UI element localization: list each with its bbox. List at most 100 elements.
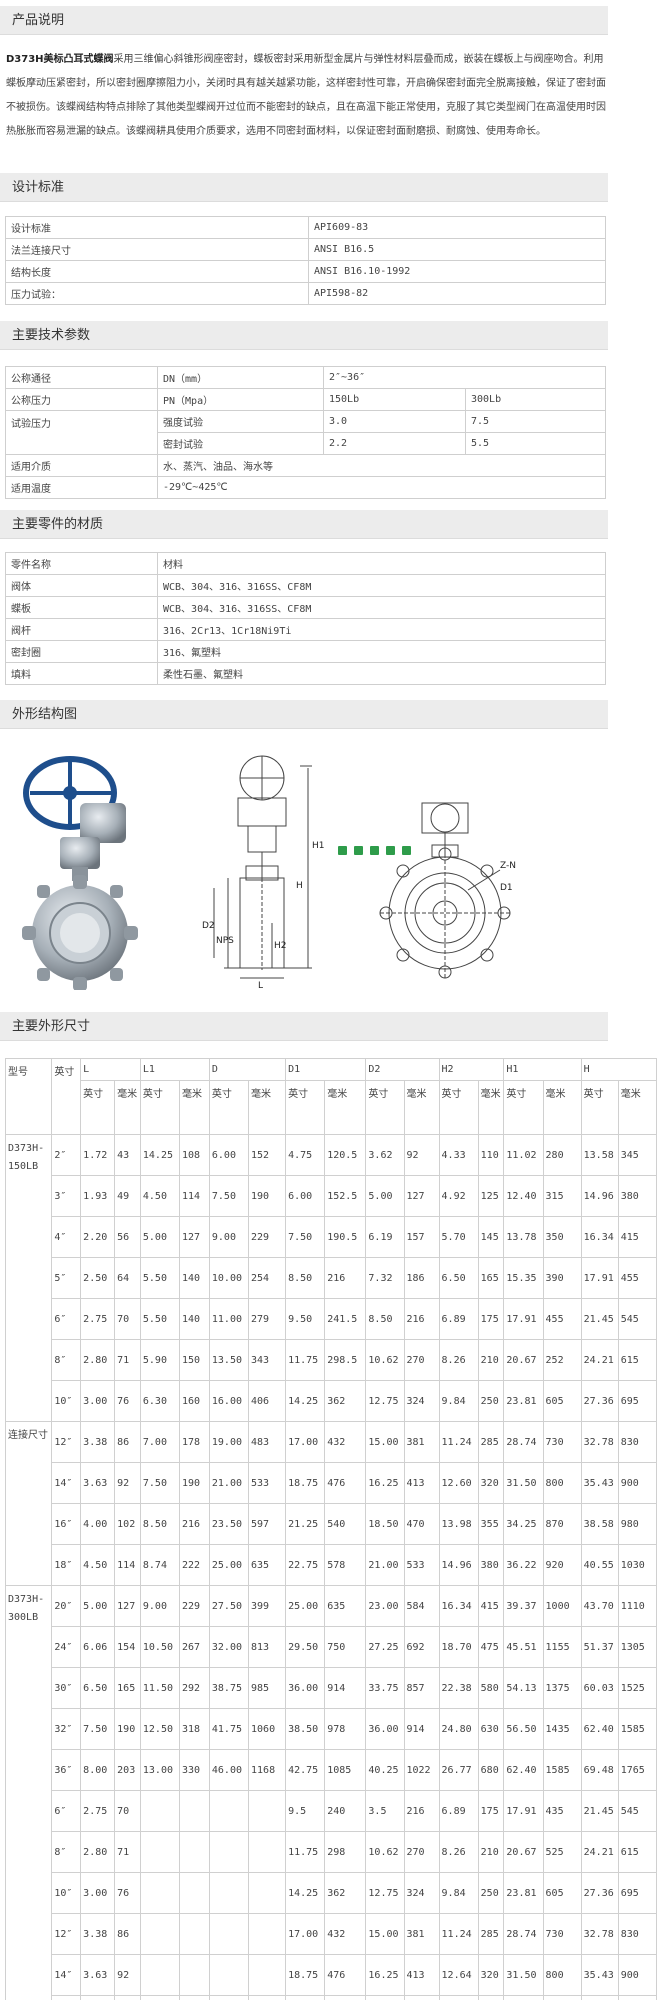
table-cell: 21.25	[285, 1503, 326, 1545]
table-cell: 730	[542, 1421, 582, 1463]
table-cell: 362	[324, 1380, 367, 1422]
table-header: 毫米	[403, 1080, 440, 1135]
table-cell: 210	[477, 1339, 505, 1381]
table-cell: 985	[248, 1667, 287, 1709]
table-cell: 试验压力	[5, 410, 158, 455]
table-cell: 2.80	[80, 1339, 116, 1381]
table-cell: 4.75	[285, 1134, 326, 1176]
table-cell: 7.00	[139, 1421, 181, 1463]
table-cell: 14″	[51, 1462, 82, 1504]
table-cell: 324	[403, 1872, 440, 1914]
table-row: 压力试验：API598-82	[5, 282, 606, 305]
table-cell: 355	[477, 1995, 505, 2000]
table-cell: 545	[617, 1298, 657, 1340]
table-row: 适用温度 -29℃~425℃	[5, 476, 606, 499]
table-header: D1	[285, 1058, 367, 1081]
table-cell: 34.25	[503, 1503, 544, 1545]
table-cell	[248, 1831, 287, 1873]
table-cell: 165	[114, 1667, 141, 1709]
table-cell: 270	[403, 1339, 440, 1381]
table-cell: 980	[617, 1503, 657, 1545]
table-cell: 1.72	[80, 1134, 116, 1176]
table-cell: 127	[179, 1216, 210, 1258]
label-h: H	[296, 881, 303, 891]
table-cell: 1168	[248, 1749, 287, 1791]
table-cell: 6.00	[285, 1175, 326, 1217]
table-cell: 公称通径	[5, 366, 158, 389]
table-cell	[208, 1872, 250, 1914]
table-cell: 密封试验	[157, 432, 324, 455]
table-cell: 70	[114, 1790, 141, 1832]
table-cell: 980	[617, 1995, 657, 2000]
section-heading-structure: 外形结构图	[0, 700, 608, 729]
table-cell: 10.62	[365, 1339, 405, 1381]
table-cell: 5.00	[80, 1585, 116, 1627]
table-cell: 结构长度	[5, 260, 309, 283]
table-cell: 2.75	[80, 1790, 116, 1832]
label-d1: D1	[500, 883, 513, 893]
table-cell	[248, 1872, 287, 1914]
table-cell: 9.84	[438, 1380, 479, 1422]
table-cell: 216	[403, 1298, 440, 1340]
table-cell: 12.75	[365, 1872, 405, 1914]
table-header: H	[580, 1058, 657, 1081]
table-cell: 39.37	[503, 1585, 544, 1627]
table-cell: 120.5	[324, 1134, 367, 1176]
table-cell: 114	[114, 1544, 141, 1586]
table-cell: 415	[617, 1216, 657, 1258]
table-cell: 11.24	[438, 1913, 479, 1955]
table-cell: 830	[617, 1421, 657, 1463]
table-cell: 25.00	[285, 1585, 326, 1627]
table-cell: 320	[477, 1462, 505, 1504]
table-header: D	[208, 1058, 287, 1081]
table-cell	[139, 1913, 181, 1955]
model-cell: D373H-300LB	[4, 1585, 53, 2000]
table-header: L	[80, 1058, 141, 1081]
table-cell: 3.62	[365, 1134, 405, 1176]
table-cell: 6.19	[365, 1216, 405, 1258]
table-cell: 345	[617, 1134, 657, 1176]
table-cell: 102	[114, 1503, 141, 1545]
table-cell: 1022	[403, 1749, 440, 1791]
table-header: 英寸	[580, 1080, 619, 1135]
table-cell: 11.24	[438, 1421, 479, 1463]
table-cell: 10″	[51, 1872, 82, 1914]
table-cell: 316、氟塑料	[157, 640, 606, 663]
table-cell: 315	[542, 1175, 582, 1217]
table-header: 毫米	[477, 1080, 505, 1135]
table-header: 毫米	[248, 1080, 287, 1135]
table-cell: 380	[617, 1175, 657, 1217]
table-cell: 285	[477, 1913, 505, 1955]
table-cell: 3.38	[80, 1421, 116, 1463]
table-cell: 12.50	[139, 1708, 181, 1750]
table-cell: 578	[324, 1544, 367, 1586]
table-cell: 5.70	[438, 1216, 479, 1258]
table-cell: 14″	[51, 1954, 82, 1996]
table-cell: 800	[542, 1462, 582, 1504]
table-cell: 350	[542, 1216, 582, 1258]
table-cell: 455	[617, 1257, 657, 1299]
table-cell: 250	[477, 1380, 505, 1422]
table-cell: 24.80	[438, 1708, 479, 1750]
table-cell: 1155	[542, 1626, 582, 1668]
table-cell: 62.40	[580, 1708, 619, 1750]
table-cell: 605	[542, 1872, 582, 1914]
table-cell: 324	[403, 1380, 440, 1422]
table-cell: 18″	[51, 1544, 82, 1586]
table-cell: 8.26	[438, 1339, 479, 1381]
table-row: 公称通径 DN（mm） 2″~36″	[5, 366, 606, 389]
table-cell: 250	[477, 1872, 505, 1914]
table-row: 公称压力 PN（Mpa） 150Lb 300Lb	[5, 388, 606, 411]
table-cell: 24″	[51, 1626, 82, 1668]
table-cell: 3.00	[80, 1872, 116, 1914]
table-cell: 597	[248, 1503, 287, 1545]
table-cell: 695	[617, 1872, 657, 1914]
table-cell: 20.67	[503, 1339, 544, 1381]
table-cell: 材料	[157, 552, 606, 575]
table-cell: 978	[324, 1708, 367, 1750]
table-cell: 强度试验	[157, 410, 324, 433]
